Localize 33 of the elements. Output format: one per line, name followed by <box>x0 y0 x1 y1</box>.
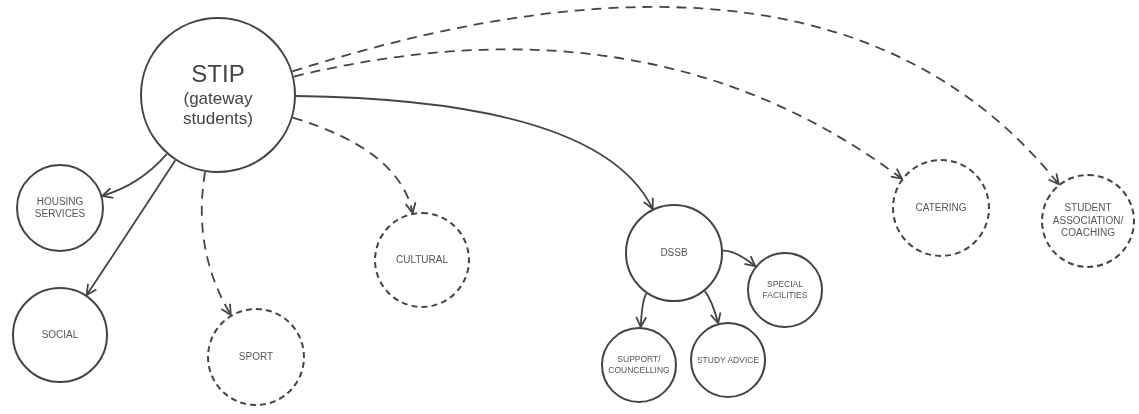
arrow <box>291 6 1060 186</box>
arrow <box>101 153 168 199</box>
node-label: SPECIAL FACILITIES <box>761 279 809 301</box>
node-label: SOCIAL <box>41 328 79 342</box>
arrow <box>85 159 177 296</box>
arrow <box>295 95 654 210</box>
arrow <box>291 116 416 214</box>
arrow <box>200 171 232 316</box>
node-label: SUPPORT/ COUNCELLING <box>607 354 671 376</box>
circle-node <box>12 287 108 383</box>
dashed-circle-node <box>892 159 990 257</box>
node-title: STIP <box>191 60 245 89</box>
circle-node <box>16 164 104 252</box>
node-label: HOUSING SERVICES <box>33 195 87 221</box>
arrow <box>292 48 903 180</box>
arrow <box>722 249 757 268</box>
dashed-circle-node <box>1041 174 1135 268</box>
dashed-circle-node <box>374 212 470 308</box>
circle-node <box>747 252 823 328</box>
circle-node <box>140 17 296 173</box>
circle-node <box>690 322 766 398</box>
node-label: STUDENT ASSOCIATION/ COACHING <box>1051 202 1125 240</box>
arrow <box>703 290 722 325</box>
node-label: DSSB <box>660 246 688 260</box>
node-label: (gateway students) <box>182 89 254 130</box>
node-label: STUDY ADVICE <box>696 354 760 366</box>
circle-node <box>601 327 677 403</box>
node-label: CATERING <box>915 201 967 215</box>
circle-node <box>625 204 723 302</box>
node-label: CULTURAL <box>395 253 448 267</box>
node-label: SPORT <box>238 350 274 364</box>
arrow <box>635 292 648 328</box>
dashed-circle-node <box>207 308 305 406</box>
